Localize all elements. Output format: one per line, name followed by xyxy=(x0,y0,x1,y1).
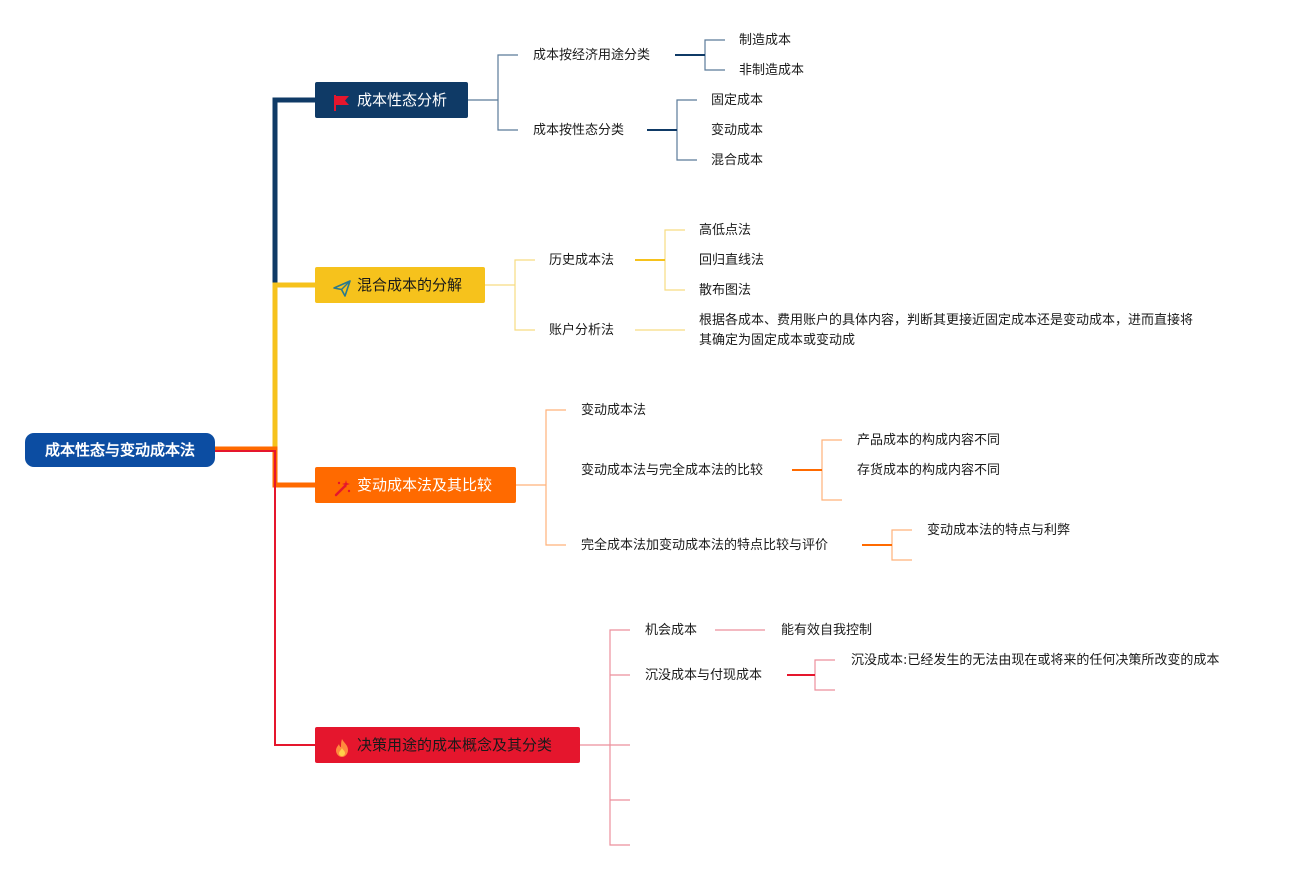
topic-label: 变动成本法及其比较 xyxy=(357,476,493,494)
subtopic-variable-costing[interactable]: 变动成本法 xyxy=(581,403,647,418)
subtopic-variable-vs-absorption[interactable]: 变动成本法与完全成本法的比较 xyxy=(581,463,764,478)
subtopic-economic-use[interactable]: 成本按经济用途分类 xyxy=(533,48,651,63)
leaf-manufacturing-cost[interactable]: 制造成本 xyxy=(739,33,792,48)
leaf-mixed-cost[interactable]: 混合成本 xyxy=(711,153,764,168)
leaf-variable-cost[interactable]: 变动成本 xyxy=(711,123,764,138)
leaf-fixed-cost[interactable]: 固定成本 xyxy=(711,93,764,108)
leaf-sunk-cost-definition[interactable]: 沉没成本:已经发生的无法由现在或将来的任何决策所改变的成本 xyxy=(851,653,1220,668)
subtopic-behavior-classification[interactable]: 成本按性态分类 xyxy=(533,123,625,138)
leaf-scatter-diagram-method[interactable]: 散布图法 xyxy=(699,283,752,298)
leaf-inventory-cost-difference[interactable]: 存货成本的构成内容不同 xyxy=(857,463,1001,478)
leaf-high-low-method[interactable]: 高低点法 xyxy=(699,223,752,238)
subtopic-opportunity-cost[interactable]: 机会成本 xyxy=(645,623,698,638)
topic-cost-behavior-analysis[interactable]: 成本性态分析 xyxy=(315,82,468,118)
topic-variable-costing-comparison[interactable]: 变动成本法及其比较 xyxy=(315,467,516,503)
topic-label: 混合成本的分解 xyxy=(357,276,463,294)
leaf-regression-method[interactable]: 回归直线法 xyxy=(699,253,765,268)
topic-label: 成本性态分析 xyxy=(357,91,448,109)
topic-mixed-cost-decomposition[interactable]: 混合成本的分解 xyxy=(315,267,485,303)
flag-icon xyxy=(332,90,352,111)
subtopic-historical-cost-method[interactable]: 历史成本法 xyxy=(549,253,615,268)
leaf-product-cost-difference[interactable]: 产品成本的构成内容不同 xyxy=(857,433,1001,448)
leaf-variable-costing-pros-cons[interactable]: 变动成本法的特点与利弊 xyxy=(927,523,1071,538)
topic-decision-cost-concepts[interactable]: 决策用途的成本概念及其分类 xyxy=(315,727,580,763)
leaf-account-analysis-description[interactable]: 根据各成本、费用账户的具体内容，判断其更接近固定成本还是变动成本，进而直接将其确… xyxy=(699,313,1194,348)
subtopic-sunk-and-outlay-cost[interactable]: 沉没成本与付现成本 xyxy=(645,668,763,683)
paper-plane-icon xyxy=(332,275,352,297)
subtopic-features-evaluation[interactable]: 完全成本法加变动成本法的特点比较与评价 xyxy=(581,538,829,553)
magic-wand-icon xyxy=(332,475,352,497)
leaf-self-control[interactable]: 能有效自我控制 xyxy=(781,623,873,638)
topic-label: 决策用途的成本概念及其分类 xyxy=(357,736,553,754)
leaf-non-manufacturing-cost[interactable]: 非制造成本 xyxy=(739,63,805,78)
fire-icon xyxy=(332,735,352,757)
root-topic[interactable]: 成本性态与变动成本法 xyxy=(25,433,215,467)
subtopic-account-analysis[interactable]: 账户分析法 xyxy=(549,323,615,338)
